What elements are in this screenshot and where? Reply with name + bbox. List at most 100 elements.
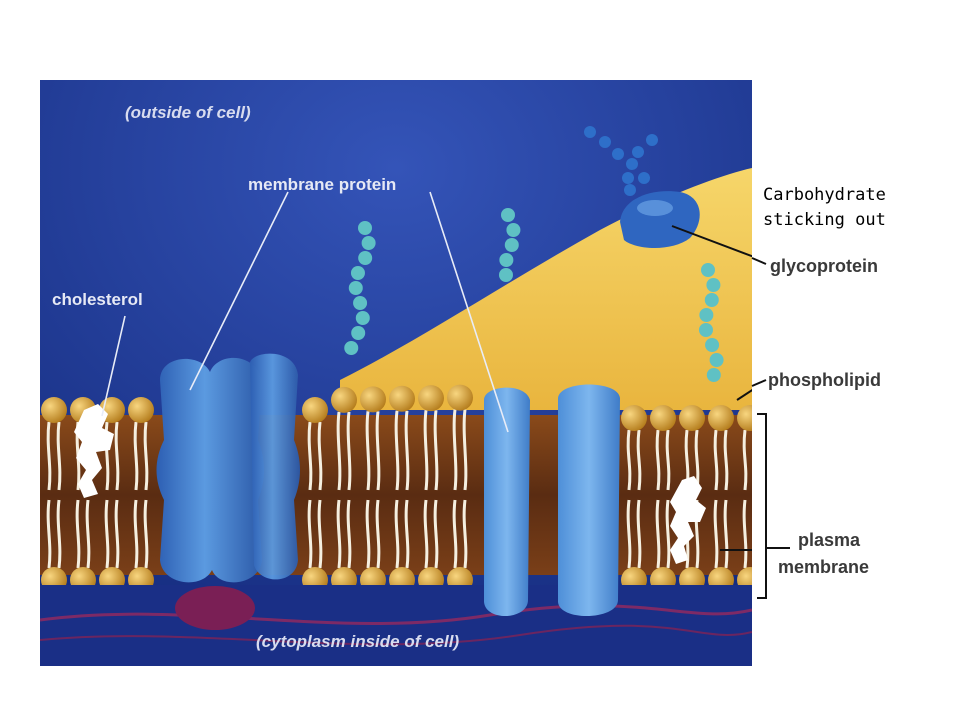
- lipid-tail: [365, 499, 371, 569]
- lipid-tail: [307, 499, 313, 569]
- lipid-tail: [375, 411, 381, 491]
- carbohydrate-annotation: Carbohydrate sticking out: [763, 183, 886, 233]
- lipid-head: [447, 384, 473, 411]
- lipid-tail: [143, 499, 149, 569]
- lipid-tail: [452, 499, 458, 569]
- lipid-tail: [452, 409, 458, 491]
- sugar-unit: [504, 238, 519, 252]
- sugar-unit: [626, 158, 638, 170]
- lipid-tail: [665, 429, 671, 491]
- lipid-head: [302, 397, 328, 423]
- sugar-unit: [638, 172, 650, 184]
- carbohydrate-chains: [344, 126, 724, 382]
- lipid-tail: [346, 411, 352, 491]
- lipid-head: [708, 405, 734, 431]
- lipid-head: [128, 397, 154, 423]
- lipid-tail: [404, 410, 410, 491]
- sugar-unit: [498, 268, 513, 282]
- plasma-membrane-bracket: [757, 413, 767, 599]
- lipid-tail: [433, 410, 439, 491]
- label-membrane-protein: membrane protein: [248, 175, 396, 194]
- lipid-tail: [742, 499, 748, 569]
- lipid-tail: [104, 499, 110, 569]
- sugar-unit: [353, 296, 368, 310]
- lipid-tail: [46, 499, 52, 569]
- lipid-tail: [317, 499, 323, 569]
- sugar-unit: [709, 353, 724, 367]
- lipid-tail: [375, 499, 381, 569]
- leader-membrane-protein-1: [189, 191, 289, 391]
- lipid-head: [650, 405, 676, 431]
- annotation-line-2: sticking out: [763, 210, 886, 230]
- lipid-tail: [404, 499, 410, 569]
- annotation-line-1: Carbohydrate: [763, 185, 886, 205]
- sugar-unit: [350, 266, 365, 280]
- sugar-unit: [358, 221, 372, 235]
- lipid-tail: [655, 429, 661, 491]
- lipid-tail: [462, 409, 468, 491]
- lipid-tail: [336, 499, 342, 569]
- leader-membrane-protein-2: [429, 191, 509, 433]
- sugar-unit: [705, 338, 720, 352]
- lipid-head: [389, 385, 415, 412]
- lipid-tail: [346, 499, 352, 569]
- sugar-unit: [704, 293, 719, 307]
- sugar-unit: [632, 146, 644, 158]
- sugar-unit: [701, 263, 715, 277]
- lipid-tail: [713, 499, 719, 569]
- sugar-unit: [351, 326, 366, 340]
- sugar-unit: [699, 308, 714, 322]
- lipid-tail: [462, 499, 468, 569]
- lipid-tail: [394, 410, 400, 491]
- lipid-tail: [665, 499, 671, 569]
- label-glycoprotein: glycoprotein: [770, 256, 878, 276]
- sugar-unit: [646, 134, 658, 146]
- cytoskeleton-blob: [175, 586, 255, 630]
- sugar-unit: [501, 208, 515, 222]
- label-plasma: plasma: [798, 530, 861, 550]
- label-outside-of-cell: (outside of cell): [125, 103, 251, 122]
- sugar-unit: [499, 253, 514, 267]
- membrane-diagram: (outside of cell) membrane protein chole…: [40, 80, 752, 666]
- lipid-tail: [723, 499, 729, 569]
- sugar-unit: [361, 236, 376, 250]
- lipid-tail: [394, 499, 400, 569]
- sugar-unit: [348, 281, 363, 295]
- sugar-unit: [698, 323, 713, 337]
- label-cytoplasm: (cytoplasm inside of cell): [256, 632, 459, 651]
- lipid-tail: [133, 499, 139, 569]
- sugar-unit: [355, 311, 370, 325]
- lipid-tail: [433, 499, 439, 569]
- lipid-head: [737, 405, 752, 431]
- lipid-head: [360, 386, 386, 413]
- lipid-tail: [742, 429, 748, 491]
- lipid-head: [418, 385, 444, 412]
- lipid-head: [621, 405, 647, 431]
- sugar-unit: [622, 172, 634, 184]
- lipid-tail: [114, 499, 120, 569]
- lipid-tail: [713, 429, 719, 491]
- lipid-head: [331, 386, 357, 413]
- membrane-protein-left: [156, 353, 300, 583]
- lipid-tail: [723, 429, 729, 491]
- lipid-tail: [636, 429, 642, 491]
- sugar-unit: [358, 251, 373, 265]
- lipid-tail: [143, 421, 149, 491]
- sugar-unit: [624, 184, 636, 196]
- lipid-tail: [114, 421, 120, 491]
- sugar-unit: [599, 136, 611, 148]
- sugar-unit: [612, 148, 624, 160]
- label-cholesterol: cholesterol: [52, 290, 143, 309]
- lipid-tail: [317, 421, 323, 491]
- lipid-tail: [307, 421, 313, 491]
- lipid-tail: [104, 421, 110, 491]
- cholesterol-molecule: [74, 404, 114, 498]
- leader-phospholipid: [736, 389, 752, 401]
- lipid-tail: [655, 499, 661, 569]
- lipid-tail: [626, 429, 632, 491]
- sugar-unit: [344, 341, 359, 355]
- lipid-tail: [133, 421, 139, 491]
- label-membrane: membrane: [778, 557, 869, 577]
- lipid-tail: [75, 499, 81, 569]
